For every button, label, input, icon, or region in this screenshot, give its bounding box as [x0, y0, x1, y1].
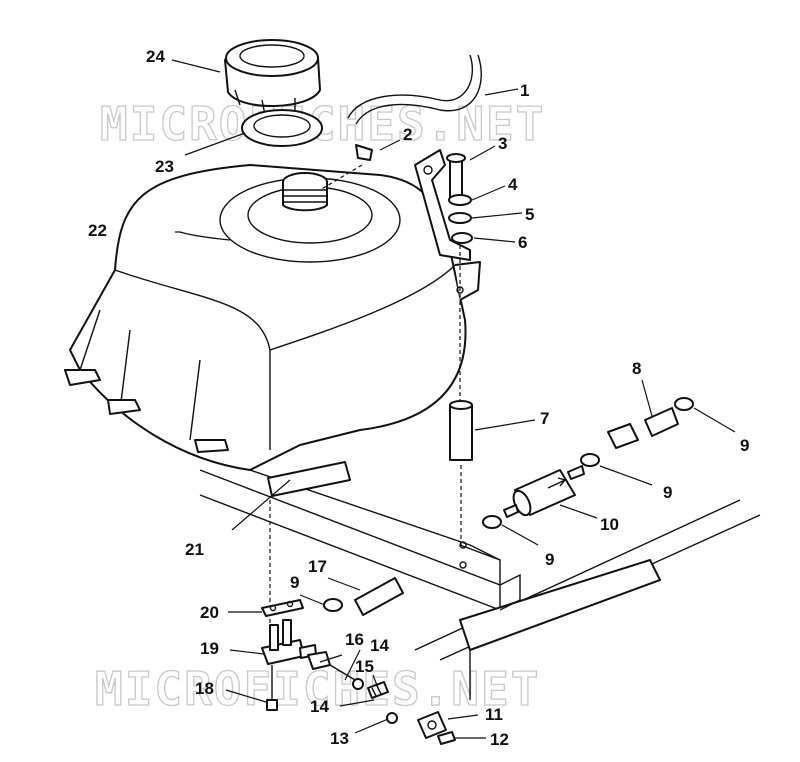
callout-9-upper: 9	[740, 436, 749, 455]
callout-11: 11	[485, 705, 503, 724]
fuel-cap	[224, 39, 321, 116]
callout-21: 21	[185, 540, 204, 559]
callout-5: 5	[525, 205, 534, 224]
watermark-top: MICROFICHES.NET	[100, 97, 545, 151]
frame-rails	[199, 469, 761, 700]
valve-knob	[417, 711, 456, 745]
fuel-tank	[64, 164, 481, 471]
callout-9-middle: 9	[663, 483, 672, 502]
callout-2: 2	[403, 125, 412, 144]
callout-10: 10	[600, 515, 619, 534]
valve-plate	[261, 599, 304, 617]
callout-18: 18	[195, 679, 214, 698]
callout-24: 24	[146, 47, 165, 66]
callout-19: 19	[200, 639, 219, 658]
callout-4: 4	[508, 175, 518, 194]
callout-7: 7	[540, 409, 549, 428]
callout-numbers: 1 2 3 4 5 6 7 8 9 9 9 9 10 11 12 13 14 1…	[88, 47, 749, 749]
mount-bracket	[414, 149, 473, 400]
fuel-line-17	[354, 577, 404, 616]
callout-14-lower: 14	[310, 697, 329, 716]
callout-3: 3	[498, 134, 507, 153]
vent-hose	[347, 54, 482, 125]
callout-23: 23	[155, 157, 174, 176]
callout-17: 17	[308, 557, 327, 576]
callout-20: 20	[200, 603, 219, 622]
callout-16: 16	[345, 630, 364, 649]
valve-stem	[307, 651, 398, 724]
callout-22: 22	[88, 221, 107, 240]
fuel-filter	[503, 465, 585, 518]
hose-clamps	[323, 397, 694, 612]
callout-9-lower: 9	[545, 550, 554, 569]
pad-21	[267, 461, 351, 640]
leader-lines	[171, 59, 736, 739]
vent-fitting	[319, 144, 373, 191]
callout-9-valve: 9	[290, 573, 299, 592]
fuel-hose-8	[607, 407, 679, 449]
callout-14-upper: 14	[370, 636, 389, 655]
callout-12: 12	[490, 730, 509, 749]
callout-6: 6	[518, 233, 527, 252]
fuel-valve	[261, 619, 317, 711]
spacer-tube	[449, 400, 473, 569]
callout-8: 8	[632, 359, 641, 378]
callout-1: 1	[520, 81, 529, 100]
watermark-bottom: MICROFICHES.NET	[95, 662, 540, 716]
callout-15: 15	[355, 657, 374, 676]
cap-gasket	[241, 109, 323, 147]
callout-13: 13	[330, 729, 349, 748]
